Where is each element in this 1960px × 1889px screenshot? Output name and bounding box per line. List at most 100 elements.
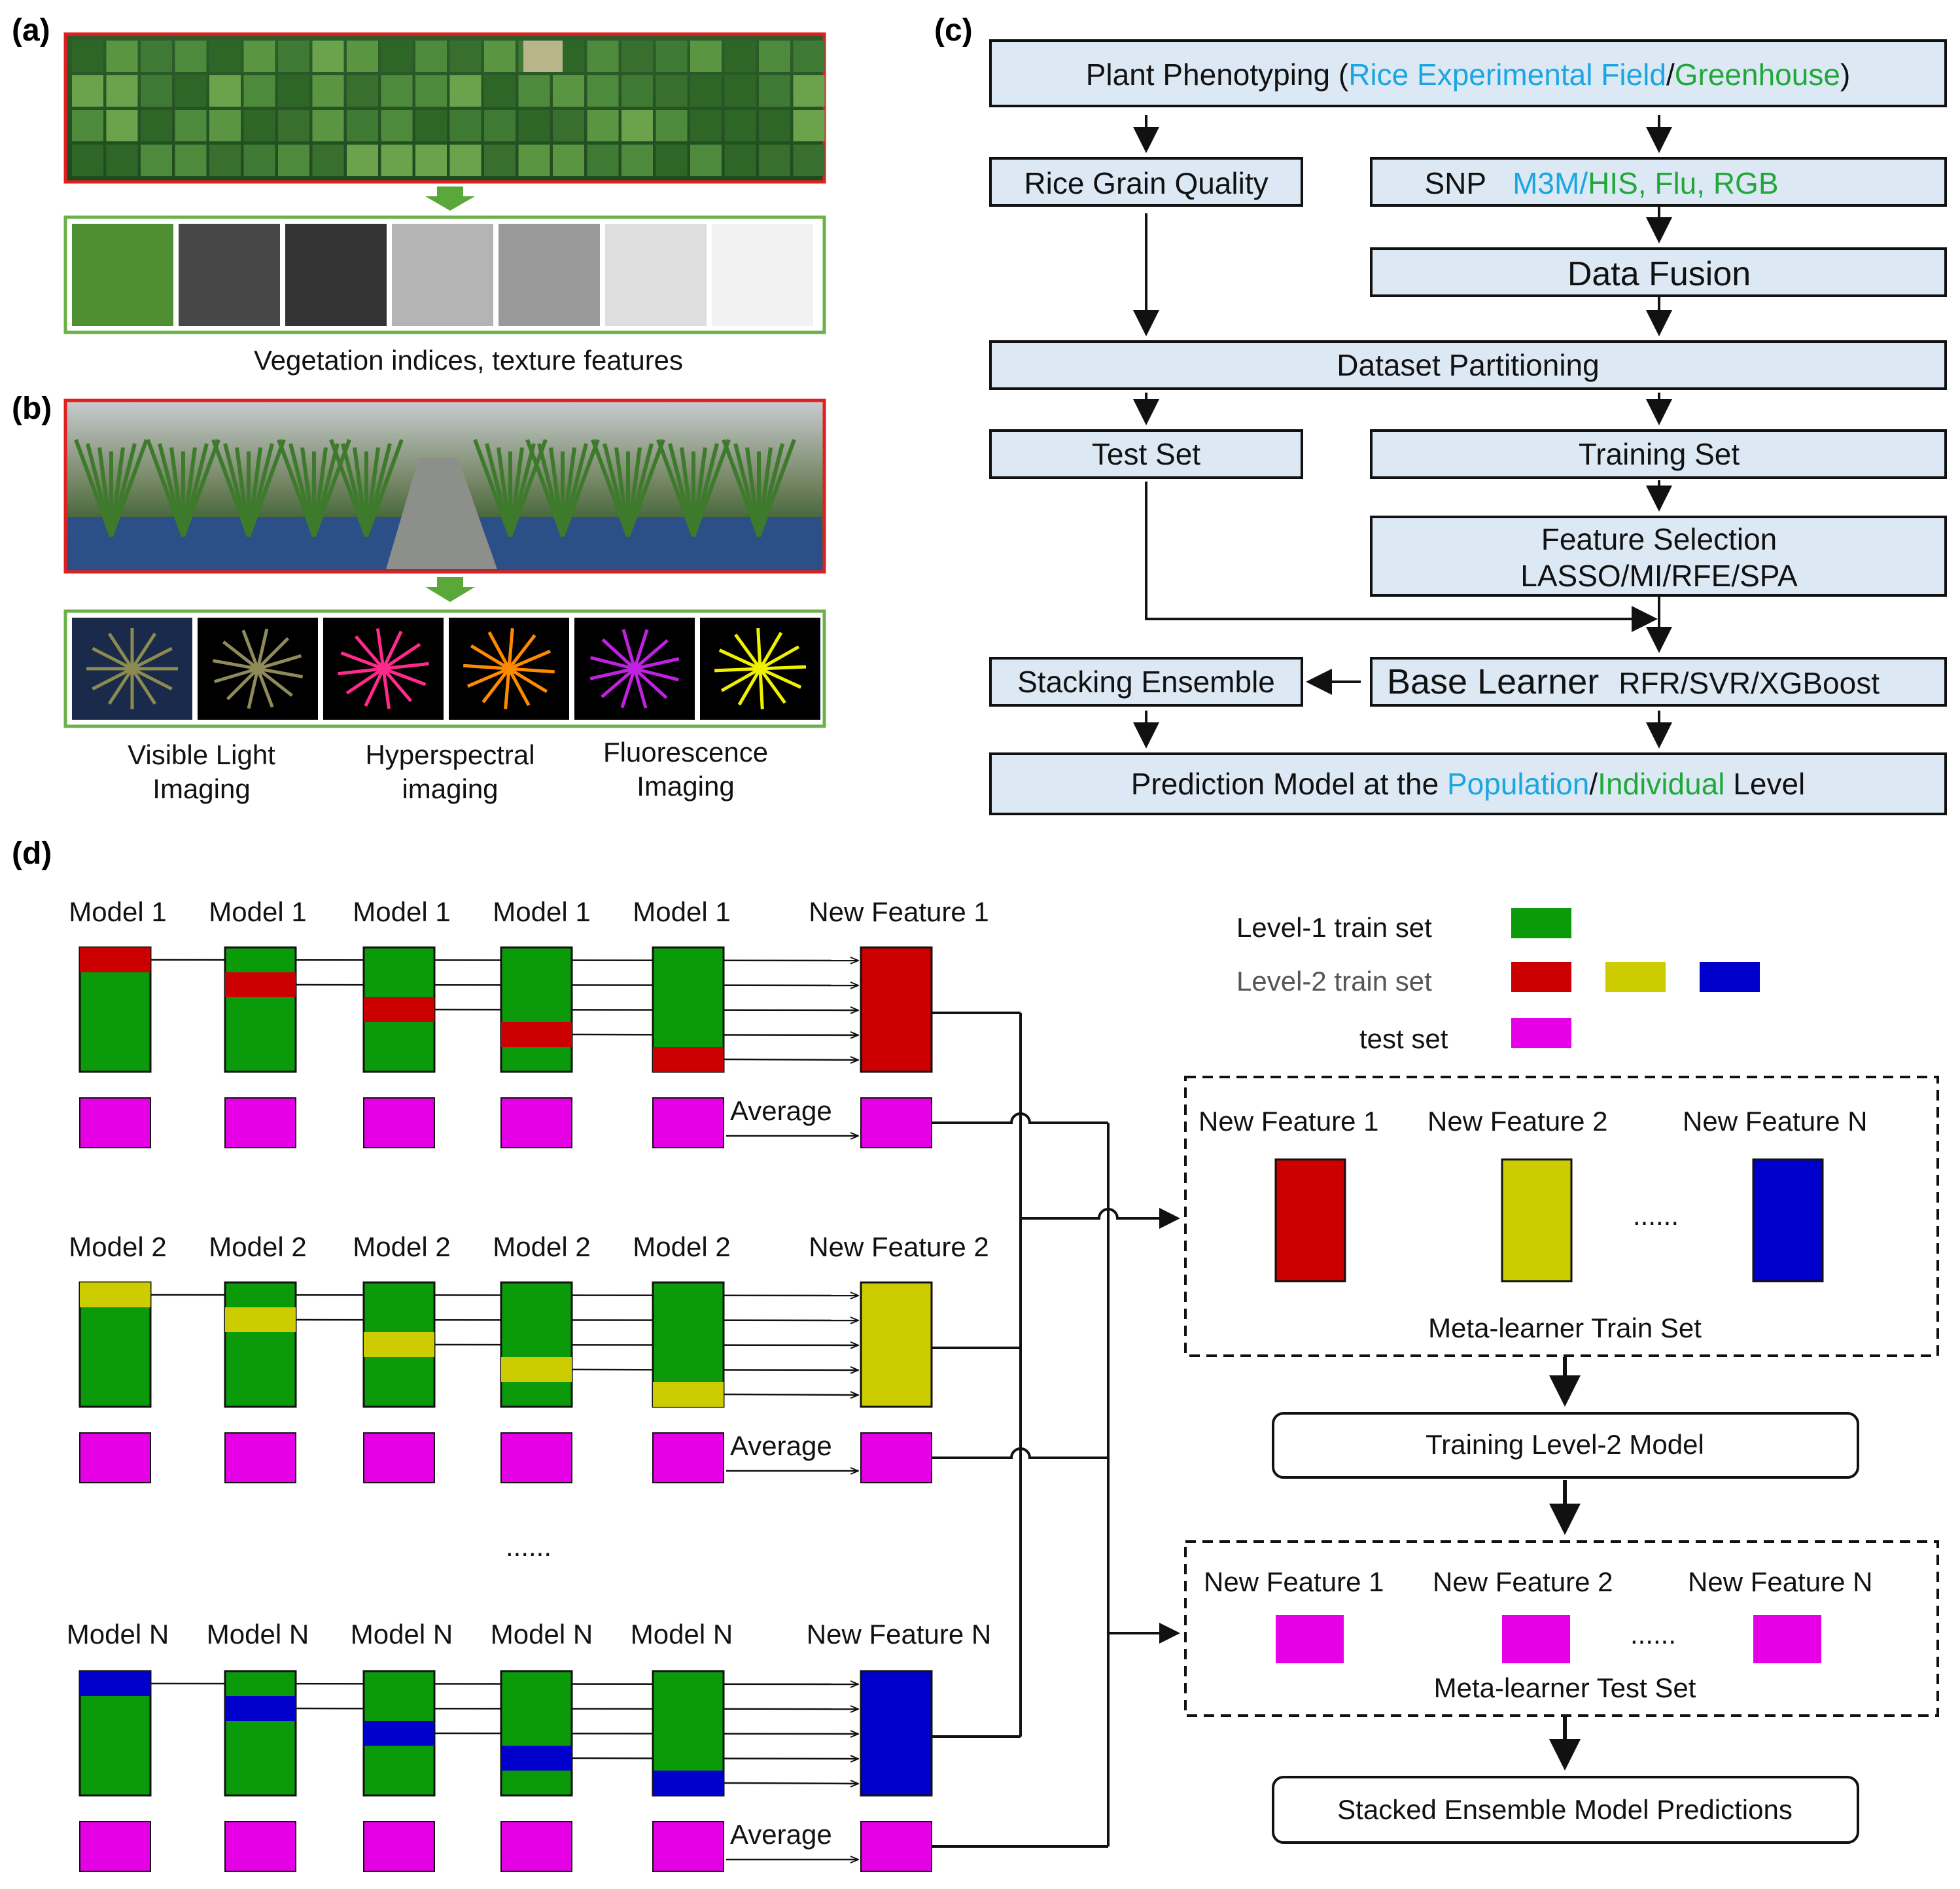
field-plot [243,41,275,72]
fold-holdout [653,1047,724,1072]
fold-holdout [653,1771,724,1795]
legend-level2-label: Level-2 train set [1236,966,1432,997]
test-block [363,1097,435,1148]
test-block [224,1097,296,1148]
field-plot [106,145,138,176]
field-plot [209,145,241,176]
meta-train-ellipsis: ...... [1633,1200,1679,1231]
field-plot [381,110,413,141]
box-feature-selection-l1: Feature Selection [1541,522,1777,556]
field-plot [656,110,688,141]
imaging-plant-leaf [589,667,635,680]
fold-block [500,1670,573,1797]
imaging-plant-leaf [633,639,669,670]
panel-d-right: Level-1 train set Level-2 train set test… [1184,908,1939,1844]
field-plot [141,75,172,107]
box-rice-grain-quality-text: Rice Grain Quality [1024,166,1268,200]
greenhouse-plant-leaf [364,438,404,538]
feature-tile [285,224,387,326]
meta-train-block-blue [1752,1158,1824,1282]
caption-visible-l1: Visible Light [128,739,275,770]
caption-visible-l2: Imaging [152,773,250,804]
fold-to-feature-line [434,1733,858,1734]
legend-level1-label: Level-1 train set [1236,912,1432,943]
greenhouse-plant-leaf [561,438,600,538]
test-block [652,1821,724,1872]
imaging-plant-leaf [720,667,761,692]
imaging-plant-leaf [354,635,385,670]
box-data-fusion [1370,247,1947,297]
imaging-tiles [72,618,820,720]
field-plot [381,145,413,176]
field-plot [209,75,241,107]
down-arrow-b [425,577,475,602]
box-training-set-text: Training Set [1579,437,1740,471]
fold-block [224,1670,297,1797]
test-block [363,1432,435,1483]
meta-train-feature-2: New Feature 2 [1427,1106,1607,1137]
imaging-plant-leaf [504,668,511,710]
feature-tile [499,224,600,326]
panel-label-d: (d) [12,836,52,871]
imaging-plant-leaf [130,632,157,670]
imaging-plant-leaf [383,662,429,671]
field-plot [518,110,550,141]
imaging-plant-leaf [247,668,260,709]
box-feature-selection-l2: LASSO/MI/RFE/SPA [1520,559,1798,593]
imaging-plant-leaf [463,663,510,671]
imaging-plant-leaf [131,646,173,671]
imaging-plant-leaf [340,651,384,671]
new-feature-block [860,1281,933,1408]
meta-test-block-2 [1502,1615,1570,1663]
fold-holdout [501,1022,572,1047]
field-plot [656,145,688,176]
field-plot [793,145,825,176]
imaging-plant-leaf [633,668,648,709]
test-block [500,1432,572,1483]
imaging-plant-leaf [590,656,635,671]
imaging-plant-leaf [256,668,274,708]
meta-test-feature-1: New Feature 1 [1204,1566,1384,1597]
box-stacking-ensemble [989,657,1303,707]
test-block [79,1097,151,1148]
field-plot [793,41,825,72]
greenhouse-plant-leaf [757,438,796,538]
imaging-plant-leaf [381,668,391,709]
imaging-plant-leaf [759,645,800,671]
legend-level2-blue [1700,962,1760,992]
new-feature-label: New Feature 2 [809,1231,989,1262]
greenhouse-plants [68,438,822,569]
field-plot [724,41,756,72]
meta-test-label: Meta-learner Test Set [1434,1672,1696,1703]
feature-tile [392,224,493,326]
imaging-plant-leaf [256,628,269,669]
box-data-fusion-text: Data Fusion [1567,255,1751,293]
box-stacked-predictions-text: Stacked Ensemble Model Predictions [1337,1794,1793,1825]
test-block [79,1432,151,1483]
fold-block [224,946,297,1073]
field-plot [347,145,378,176]
model-label: Model 1 [69,896,166,927]
fold-block [500,1281,573,1408]
meta-train-feature-n: New Feature N [1683,1106,1867,1137]
field-plot [690,145,722,176]
box-prediction-model-text: Prediction Model at the Population/Indiv… [1131,767,1806,801]
meta-test-block-1 [1276,1615,1344,1663]
imaging-plant-leaf [383,667,427,686]
imaging-plant-leaf [92,646,133,671]
field-plot [312,75,344,107]
field-plot [347,75,378,107]
field-plot [175,110,207,141]
imaging-plant-leaf [758,631,783,670]
imaging-plant-leaf [364,667,385,707]
imaging-plant-leaf [508,634,536,670]
field-plot [415,110,447,141]
imaging-plant-leaf [222,640,259,670]
field-plot [243,110,275,141]
field-plot [690,75,722,107]
imaging-plant-leaf [487,631,511,670]
test-block [363,1821,435,1872]
legend-test-label: test set [1359,1023,1448,1054]
